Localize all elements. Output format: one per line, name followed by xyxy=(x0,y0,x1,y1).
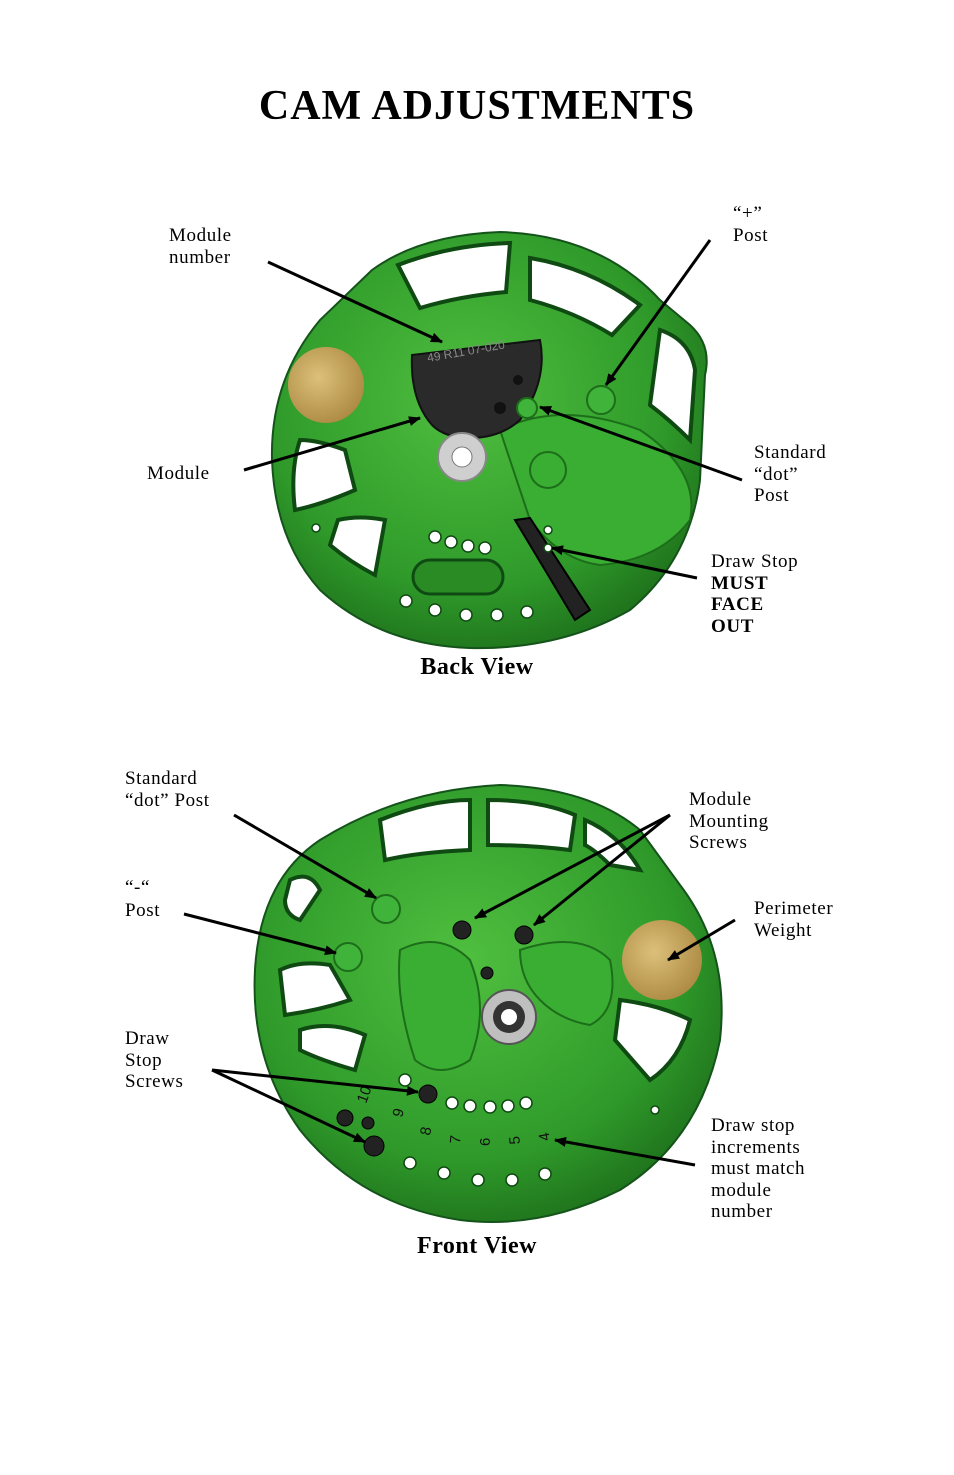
back-dot-post xyxy=(516,397,538,419)
front-cutout xyxy=(298,1024,368,1073)
label-plus-post: “+” Post xyxy=(733,203,769,246)
back-cutout xyxy=(528,255,643,338)
front-minus-post xyxy=(333,942,363,972)
front-cutout xyxy=(377,797,472,863)
arrow-minus-post xyxy=(183,912,337,956)
front-bearing-hole xyxy=(501,1009,517,1025)
arrow-front-dot-post xyxy=(233,813,377,900)
back-axle-hole xyxy=(451,446,473,468)
back-cutout xyxy=(327,515,388,579)
front-cutout xyxy=(277,961,353,1018)
back-module-hole xyxy=(513,375,523,385)
arrow-module xyxy=(243,416,421,472)
back-draw-stop xyxy=(513,516,592,622)
front-cutout xyxy=(612,997,693,1083)
label-draw-stop-screws: Draw Stop Screws xyxy=(125,1028,184,1092)
scale-number: 10 xyxy=(354,1084,376,1105)
front-draw-stop-screw xyxy=(418,1084,438,1104)
label-module-mounting-screws: Module Mounting Screws xyxy=(689,789,769,853)
scale-number: 8 xyxy=(417,1126,435,1137)
draw-stop-warning-3: OUT xyxy=(711,615,754,637)
back-perimeter-weight xyxy=(288,347,364,423)
label-module: Module xyxy=(147,463,210,484)
scale-number: 5 xyxy=(506,1135,524,1145)
front-mounting-screw xyxy=(452,920,472,940)
back-cutout xyxy=(395,240,513,311)
scale-number: 6 xyxy=(477,1138,494,1146)
front-view-caption: Front View xyxy=(417,1233,537,1259)
back-cutout xyxy=(647,327,698,445)
label-perimeter-weight: Perimeter Weight xyxy=(754,898,834,941)
front-perimeter-weight xyxy=(622,920,702,1000)
arrow-perimeter-weight xyxy=(667,918,736,962)
arrow-draw-stop-screw-1 xyxy=(211,1068,419,1096)
label-minus-post: “-“ Post xyxy=(125,877,161,921)
front-mounting-screw xyxy=(514,925,534,945)
back-view-cam: 49 R11 07-020 xyxy=(270,230,708,650)
back-view-caption: Back View xyxy=(420,654,534,680)
scale-number: 4 xyxy=(536,1131,554,1142)
back-center-boss xyxy=(529,451,567,489)
front-small-screw xyxy=(480,966,494,980)
arrow-mounting-screw-2 xyxy=(533,813,671,927)
arrow-draw-stop xyxy=(551,545,698,580)
front-draw-stop-screw xyxy=(363,1135,385,1157)
arrow-draw-stop-screw-2 xyxy=(211,1068,366,1144)
back-arrows xyxy=(243,239,743,580)
front-dot-post xyxy=(371,894,401,924)
scale-number: 7 xyxy=(447,1135,465,1145)
label-module-number: Module number xyxy=(169,225,232,268)
draw-stop-warning-1: MUST xyxy=(711,572,769,594)
front-cutout xyxy=(486,797,578,853)
front-draw-stop-screw xyxy=(361,1116,375,1130)
front-module-plate xyxy=(518,941,614,1027)
back-cutout xyxy=(291,437,358,513)
draw-stop-warning-2: FACE xyxy=(711,594,764,615)
label-draw-stop: Draw Stop MUST FACE OUT xyxy=(711,551,799,637)
arrow-increments xyxy=(554,1137,696,1167)
label-front-standard-dot-post: Standard “dot” Post xyxy=(125,768,210,811)
back-slot xyxy=(411,558,505,596)
arrow-plus-post xyxy=(604,239,712,386)
front-cutout xyxy=(282,874,323,923)
arrow-module-number xyxy=(267,260,443,344)
arrow-dot-post xyxy=(539,405,743,482)
back-plus-post xyxy=(586,385,616,415)
front-module-plate xyxy=(398,941,481,1071)
front-draw-stop-screw xyxy=(336,1109,354,1127)
label-standard-dot-post: Standard “dot” Post xyxy=(754,442,827,506)
front-arrows xyxy=(183,813,736,1167)
back-module-hole xyxy=(494,402,506,414)
page-title: CAM ADJUSTMENTS xyxy=(258,83,696,129)
label-draw-stop-increments: Draw stop increments must match module n… xyxy=(711,1115,806,1222)
arrow-mounting-screw-1 xyxy=(474,813,671,920)
